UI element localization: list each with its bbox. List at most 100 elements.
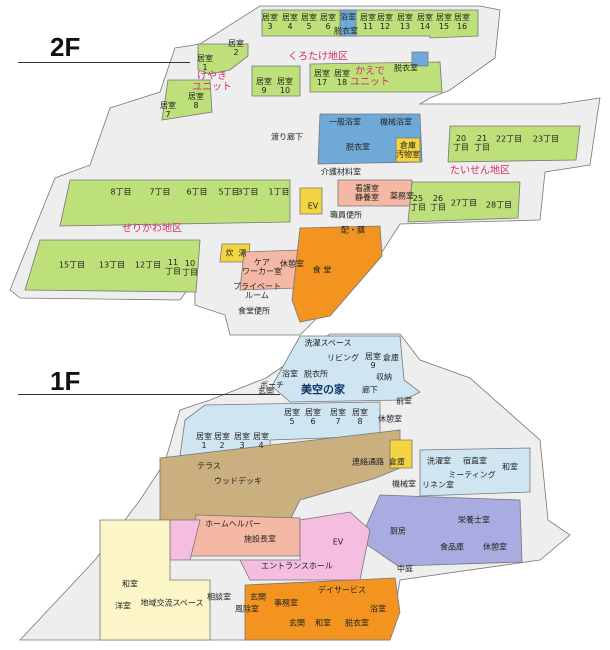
f2-rooms-taisen-top bbox=[447, 125, 581, 163]
room-label: 玄関 bbox=[250, 592, 266, 602]
f1-lightblue-top bbox=[271, 335, 421, 403]
room-label: 6丁目 bbox=[186, 187, 208, 197]
room-label: 11 丁目 bbox=[165, 258, 181, 276]
room-label: 25 丁目 bbox=[410, 194, 426, 212]
room-label: 居室 6 bbox=[305, 408, 321, 426]
room-label: 食品庫 bbox=[440, 542, 464, 552]
room-label: 介護材料室 bbox=[321, 167, 361, 177]
room-label: 休憩室 bbox=[378, 414, 402, 424]
room-label: 13丁目 bbox=[98, 260, 126, 270]
room-label: 居室 9 bbox=[256, 77, 272, 95]
room-label: 浴室 bbox=[340, 12, 356, 22]
room-label: 和室 bbox=[315, 618, 331, 628]
f2-rooms-taisen-bottom bbox=[407, 181, 521, 223]
room-label: 前室 bbox=[396, 396, 412, 406]
room-label: 収納 bbox=[376, 372, 392, 382]
room-label: 脱衣室 bbox=[334, 26, 358, 36]
room-label: 休憩室 bbox=[280, 259, 304, 269]
floor-2f-rule bbox=[18, 62, 190, 63]
room-label: 7丁目 bbox=[149, 187, 171, 197]
room-label: 洗濯スペース bbox=[304, 338, 352, 348]
f2-rooms-kaede bbox=[309, 61, 443, 93]
room-label: 地域交流スペース bbox=[140, 598, 204, 608]
room-label: 20 丁目 bbox=[453, 134, 469, 152]
room-label: 居室 2 bbox=[214, 432, 230, 450]
room-label: ポーチ bbox=[260, 380, 284, 390]
room-label: 居室 16 bbox=[454, 13, 470, 31]
f1-renraku-yellow bbox=[389, 439, 413, 469]
room-label: 居室 10 bbox=[277, 77, 293, 95]
room-label: 居室 4 bbox=[253, 432, 269, 450]
f2-souko-yellow bbox=[395, 137, 421, 163]
room-label: 居室 17 bbox=[314, 69, 330, 87]
room-label: 倉庫 汚物室 bbox=[396, 141, 420, 159]
room-label: 廊下 bbox=[362, 385, 378, 395]
room-label: 居室 18 bbox=[334, 69, 350, 87]
room-label: EV bbox=[332, 537, 344, 547]
f1-entrance-pink bbox=[169, 511, 371, 581]
room-label: 12丁目 bbox=[134, 260, 162, 270]
room-label: 配・膳 bbox=[341, 225, 365, 235]
room-label: エントランスホール bbox=[261, 561, 333, 571]
room-label: EV bbox=[307, 201, 319, 211]
room-label: 宿直室 bbox=[463, 456, 487, 466]
f2-rooms-serikawa-top bbox=[59, 179, 291, 227]
room-label: ウッドデッキ bbox=[214, 476, 262, 486]
room-label: 厨房 bbox=[390, 526, 406, 536]
room-label: 居室 12 bbox=[377, 13, 393, 31]
room-label: 居室 3 bbox=[234, 432, 250, 450]
room-label: 脱衣室 bbox=[345, 618, 369, 628]
f2-kaede-bath bbox=[411, 51, 429, 67]
room-label: 脱衣室 bbox=[346, 142, 370, 152]
room-label: 機械浴室 bbox=[380, 117, 412, 127]
room-label: 居室 4 bbox=[282, 13, 298, 31]
room-label: ケア ワーカー室 bbox=[242, 258, 282, 276]
room-label: 居室 8 bbox=[352, 408, 368, 426]
room-label: 居室 7 bbox=[330, 408, 346, 426]
zone-taisen: たいせん地区 bbox=[450, 165, 510, 177]
room-label: 27丁目 bbox=[450, 198, 478, 208]
room-label: 3丁目 bbox=[237, 187, 259, 197]
f1-kitchen-lavender bbox=[359, 494, 523, 567]
room-label: 居室 2 bbox=[228, 39, 244, 57]
f2-ev-yellow bbox=[299, 187, 323, 215]
room-label: 機械室 bbox=[392, 479, 416, 489]
room-label: 和室 bbox=[502, 462, 518, 472]
room-label: 居室 7 bbox=[160, 101, 176, 119]
room-label: 8丁目 bbox=[110, 187, 132, 197]
room-label: 22丁目 bbox=[495, 134, 523, 144]
room-label: 居室 13 bbox=[397, 13, 413, 31]
room-label: 居室 14 bbox=[417, 13, 433, 31]
room-label: リネン室 bbox=[422, 480, 454, 490]
room-label: ホームヘルパー bbox=[205, 519, 261, 529]
f1-chiiki-cream bbox=[99, 519, 211, 641]
f2-rooms-keyaki-left bbox=[161, 79, 213, 121]
room-label: 相談室 bbox=[207, 592, 231, 602]
room-label: 職員便所 bbox=[330, 210, 362, 220]
room-label: 食 堂 bbox=[312, 265, 332, 275]
room-label: 居室 6 bbox=[320, 13, 336, 31]
room-label: プライベート ルーム bbox=[233, 282, 281, 300]
room-label: 居室 9 bbox=[365, 352, 381, 370]
room-label: テラス bbox=[197, 461, 221, 471]
floor-label-2f: 2F bbox=[50, 32, 81, 62]
room-label: 浴室 bbox=[282, 369, 298, 379]
room-label: 26 丁目 bbox=[430, 194, 446, 212]
room-label: 15丁目 bbox=[58, 260, 86, 270]
room-label: 居室 5 bbox=[284, 408, 300, 426]
room-label: 洗濯室 bbox=[427, 456, 451, 466]
f1-right-rooms bbox=[419, 447, 531, 497]
f2-rooms-serikawa-bottom bbox=[24, 239, 201, 293]
room-label: 居室 1 bbox=[196, 432, 212, 450]
room-label: デイサービス bbox=[318, 585, 366, 595]
room-label: 栄養士室 bbox=[458, 515, 490, 525]
room-label: 倉庫 bbox=[389, 457, 405, 467]
zone-serikawa: せりかわ地区 bbox=[122, 223, 182, 235]
room-label: 一般浴室 bbox=[329, 117, 361, 127]
facility-title: 美空の家 bbox=[301, 383, 345, 396]
room-label: 玄関 bbox=[289, 618, 305, 628]
room-label: 居室 5 bbox=[301, 13, 317, 31]
room-label: 居室 3 bbox=[262, 13, 278, 31]
room-label: 倉庫 bbox=[383, 353, 399, 363]
